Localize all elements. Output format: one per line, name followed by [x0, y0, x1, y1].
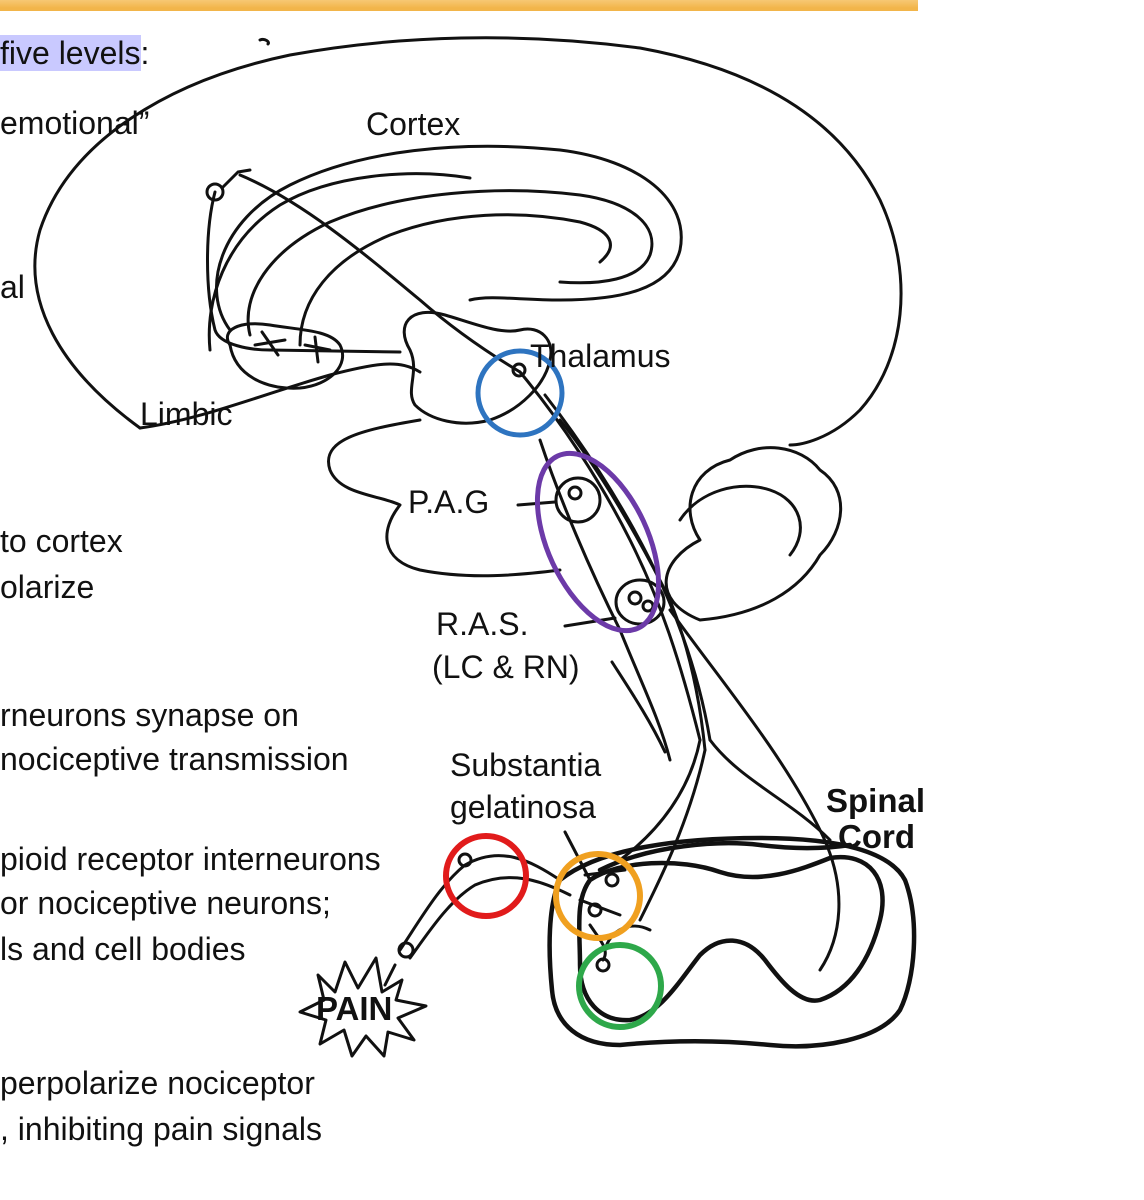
side-text-line3: al	[0, 269, 25, 305]
side-text-line5: olarize	[0, 569, 95, 605]
cortical-projection-fibre	[238, 173, 522, 374]
nociceptor-highlight-circle	[443, 833, 529, 919]
side-text-line9: or nociceptive neurons;	[0, 885, 331, 921]
nociceptor-terminal	[397, 941, 415, 959]
temporal-lobe	[138, 362, 422, 430]
substantia-gelatinosa-highlight-circle	[553, 851, 643, 941]
nociceptor-fibre-tail	[383, 963, 397, 987]
pag-nucleus	[554, 476, 602, 524]
sg-neuron-2	[587, 902, 603, 918]
nociceptor-fibre-inner	[408, 876, 572, 960]
sg-neuron-links	[578, 868, 627, 962]
lcrn-leader-line	[610, 660, 667, 754]
spinal-cord-cross-section-outer	[547, 835, 917, 1049]
interneuron-highlight-circle	[576, 942, 664, 1030]
thalamus-neuron-body	[511, 362, 527, 378]
ras-nucleus	[614, 578, 666, 626]
label-cord: Cord	[838, 818, 915, 855]
side-text-colon: :	[140, 35, 150, 71]
label-cortex: Cortex	[366, 106, 460, 142]
thalamus-body	[402, 310, 553, 425]
dorsal-root-neuron-body	[457, 852, 473, 868]
cortical-neuron-body	[205, 182, 225, 202]
ras-neuron-body	[627, 590, 643, 606]
corpus-callosum-outer	[215, 144, 683, 332]
top-divider-bar	[0, 0, 918, 11]
cerebellum-outline	[664, 446, 843, 622]
midbrain-outline	[327, 418, 562, 578]
sg-neuron-1	[604, 872, 620, 888]
spinal-dorsal-horn-line	[597, 841, 853, 873]
highlighted-text: five levels	[0, 35, 141, 71]
pag-ras-highlight-ellipse	[534, 450, 662, 634]
limbic-cross-strokes	[253, 330, 332, 364]
side-text-line10: ls and cell bodies	[0, 931, 246, 967]
label-pain: PAIN	[316, 990, 392, 1027]
cortical-neuron-tail	[220, 168, 252, 190]
spinal-grey-matter	[576, 854, 885, 1023]
spinal-cord-descent-right	[708, 738, 832, 842]
brain-outer-outline	[33, 36, 903, 447]
ras-neuron-body-2	[641, 599, 655, 613]
label-pag: P.A.G	[408, 484, 489, 520]
side-text-line7: nociceptive transmission	[0, 741, 349, 777]
label-gelatinosa: gelatinosa	[450, 789, 596, 825]
side-text-line1: five levels:	[0, 34, 149, 72]
label-ras: R.A.S.	[436, 606, 528, 642]
pag-neuron-body	[567, 485, 583, 501]
starburst-icon	[298, 956, 428, 1058]
limbic-loop-left	[226, 322, 344, 390]
label-spinal: Spinal	[826, 782, 925, 819]
spinal-cord-long-line	[668, 608, 841, 972]
brain-top-stroke	[258, 38, 270, 46]
limbic-arc	[207, 172, 472, 352]
cortical-neuron-fibre	[206, 190, 402, 354]
side-text-line12: , inhibiting pain signals	[0, 1111, 322, 1147]
ras-leader-line	[563, 616, 617, 628]
label-lc-rn: (LC & RN)	[432, 649, 580, 685]
side-text-line11: perpolarize nociceptor	[0, 1065, 315, 1101]
side-text-line4: to cortex	[0, 523, 123, 559]
cerebellum-inner	[678, 484, 802, 557]
nociceptor-fibre-outer	[398, 854, 562, 952]
descending-tract-3	[558, 418, 707, 752]
corpus-callosum-inner	[246, 189, 654, 337]
descending-tract-1	[518, 370, 702, 742]
side-text-line8: pioid receptor interneurons	[0, 841, 381, 877]
label-substantia: Substantia	[450, 747, 601, 783]
label-limbic: Limbic	[140, 396, 232, 432]
thalamus-highlight-circle	[475, 348, 565, 438]
side-text-line6: rneurons synapse on	[0, 697, 299, 733]
label-thalamus: Thalamus	[530, 338, 671, 374]
fornix-arc	[298, 213, 612, 347]
